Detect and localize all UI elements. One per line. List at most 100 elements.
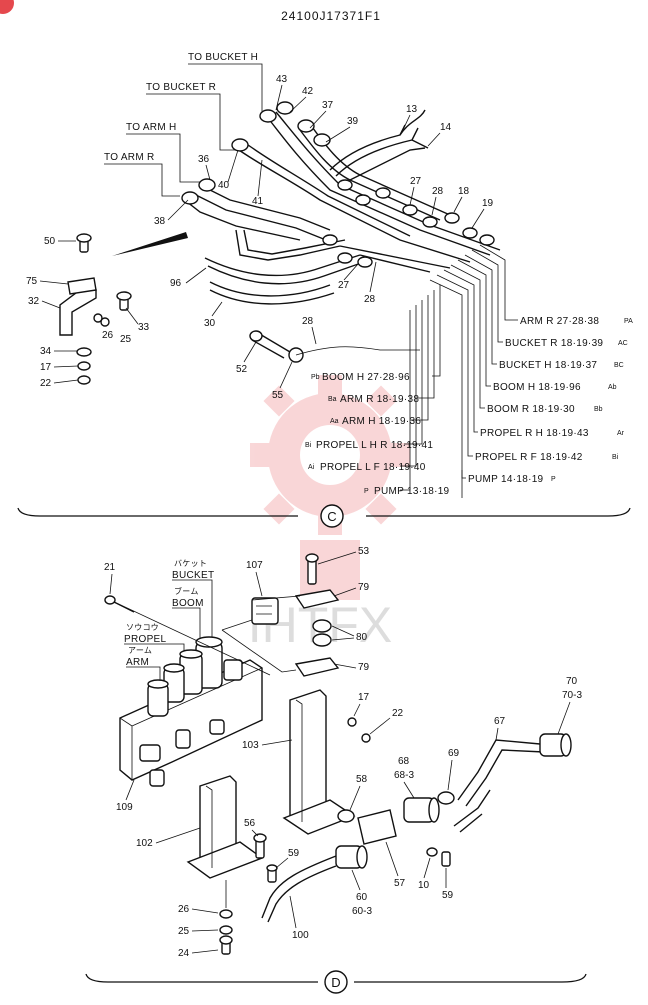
route-left-tag-3: Bi — [305, 442, 312, 449]
route-left-3: PROPEL L H R 18·19·41 — [316, 440, 433, 451]
route-left-2: ARM H 18·19·36 — [342, 416, 421, 427]
callout-d-102: 102 — [136, 838, 153, 849]
callout-c-39: 39 — [347, 116, 359, 127]
route-left-tag-2: Aa — [330, 418, 339, 425]
corner-badge — [0, 0, 14, 14]
route-right-tag-5: Ar — [617, 430, 625, 437]
pointer-arrow — [112, 232, 188, 256]
route-right-tag-1: AC — [618, 340, 628, 347]
route-left-1: ARM R 18·19·38 — [340, 394, 419, 405]
route-right-tag-7: P — [551, 476, 556, 483]
callout-c-32: 32 — [28, 296, 40, 307]
label-boom-kana: ブーム — [174, 586, 199, 596]
callout-c-52: 52 — [236, 364, 248, 375]
callout-c-30: 30 — [204, 318, 216, 329]
label-propel-kana: ソウコウ — [126, 623, 159, 632]
route-right-tag-2: BC — [614, 362, 624, 369]
section-d-callouts: 21 107 53 79 80 79 17 22 67 70 — [104, 546, 582, 959]
route-left-4: PROPEL L F 18·19·40 — [320, 462, 426, 473]
bracket-assembly — [59, 233, 132, 385]
callout-d-107: 107 — [246, 560, 263, 571]
callout-c-17: 17 — [40, 362, 52, 373]
hose-bundle — [181, 109, 501, 305]
callout-c-27b: 27 — [338, 280, 350, 291]
section-c-diagram: TO BUCKET H TO BUCKET R TO ARM H TO ARM … — [17, 52, 633, 528]
callout-c-27a: 27 — [410, 176, 422, 187]
route-right-4: BOOM R 18·19·30 — [487, 404, 575, 415]
callout-d-70: 70 — [566, 676, 578, 687]
callout-d-17: 17 — [358, 692, 370, 703]
callout-c-96: 96 — [170, 278, 182, 289]
label-bucket-kana: バケット — [174, 559, 207, 568]
route-right-6: PROPEL R F 18·19·42 — [475, 452, 583, 463]
section-d-frame — [85, 973, 587, 983]
callout-d-60: 60 — [356, 892, 368, 903]
label-arm-kana: アーム — [128, 646, 152, 655]
label-boom: BOOM — [172, 598, 204, 609]
callout-c-55: 55 — [272, 390, 284, 401]
callout-c-28a: 28 — [432, 186, 444, 197]
callout-d-22: 22 — [392, 708, 404, 719]
route-right-3: BOOM H 18·19·96 — [493, 382, 581, 393]
route-left-0: BOOM H 27·28·96 — [322, 372, 410, 383]
route-left-tag-0: Pb — [311, 374, 320, 381]
callout-c-19: 19 — [482, 198, 494, 209]
route-right-tag-4: Bb — [594, 406, 603, 413]
route-right-2: BUCKET H 18·19·37 — [499, 360, 597, 371]
callout-c-43: 43 — [276, 74, 288, 85]
route-right-7: PUMP 14·18·19 — [468, 474, 544, 485]
callout-c-37: 37 — [322, 100, 334, 111]
section-d-marker — [324, 970, 348, 994]
callout-d-10: 10 — [418, 880, 430, 891]
label-to-arm-r: TO ARM R — [104, 152, 155, 163]
top-leader-labels: TO BUCKET H TO BUCKET R TO ARM H TO ARM … — [104, 52, 263, 197]
callout-d-26: 26 — [178, 904, 190, 915]
callout-c-41: 41 — [252, 196, 264, 207]
hose-fitting-55 — [249, 330, 420, 363]
routes-left-list: BOOM H 27·28·96 ARM R 18·19·38 ARM H 18·… — [316, 372, 449, 497]
callout-d-79b: 79 — [358, 662, 370, 673]
control-valve-block — [119, 636, 263, 787]
callout-c-13: 13 — [406, 104, 418, 115]
bolt-21 — [104, 595, 271, 676]
section-d-label: D — [331, 975, 340, 990]
route-left-tags: Pb Ba Aa Bi Ai P — [305, 374, 369, 495]
label-to-arm-h: TO ARM H — [126, 122, 177, 133]
callout-c-14: 14 — [440, 122, 452, 133]
callout-c-28c: 28 — [302, 316, 314, 327]
callout-d-53: 53 — [358, 546, 370, 557]
callout-d-109: 109 — [116, 802, 133, 813]
callout-d-59b: 59 — [442, 890, 454, 901]
pipes-right — [253, 733, 572, 923]
route-left-tag-4: Ai — [308, 464, 315, 471]
callout-c-22: 22 — [40, 378, 52, 389]
callout-d-68-3: 68-3 — [394, 770, 414, 781]
callout-d-60-3: 60-3 — [352, 906, 372, 917]
watermark-gear-logo — [250, 375, 410, 600]
callout-c-33: 33 — [138, 322, 150, 333]
callout-c-75: 75 — [26, 276, 38, 287]
callout-c-34: 34 — [40, 346, 52, 357]
callout-d-57: 57 — [394, 878, 406, 889]
callout-d-100: 100 — [292, 930, 309, 941]
route-left-tag-5: P — [364, 488, 369, 495]
callout-d-21: 21 — [104, 562, 116, 573]
section-d-diagram: バケット BUCKET ブーム BOOM ソウコウ PROPEL アーム ARM — [85, 546, 587, 994]
callout-c-26: 26 — [102, 330, 114, 341]
label-propel: PROPEL — [124, 634, 167, 645]
callout-d-69: 69 — [448, 748, 460, 759]
callout-c-36: 36 — [198, 154, 210, 165]
callout-d-59a: 59 — [288, 848, 300, 859]
callout-c-28b: 28 — [364, 294, 376, 305]
fittings — [181, 101, 495, 268]
callout-d-67: 67 — [494, 716, 506, 727]
callout-c-18: 18 — [458, 186, 470, 197]
callout-c-42: 42 — [302, 86, 314, 97]
callout-c-40: 40 — [218, 180, 230, 191]
callout-d-103: 103 — [242, 740, 259, 751]
clamp-assembly — [221, 553, 340, 677]
route-right-tag-0: PA — [624, 318, 633, 325]
callout-d-25: 25 — [178, 926, 190, 937]
